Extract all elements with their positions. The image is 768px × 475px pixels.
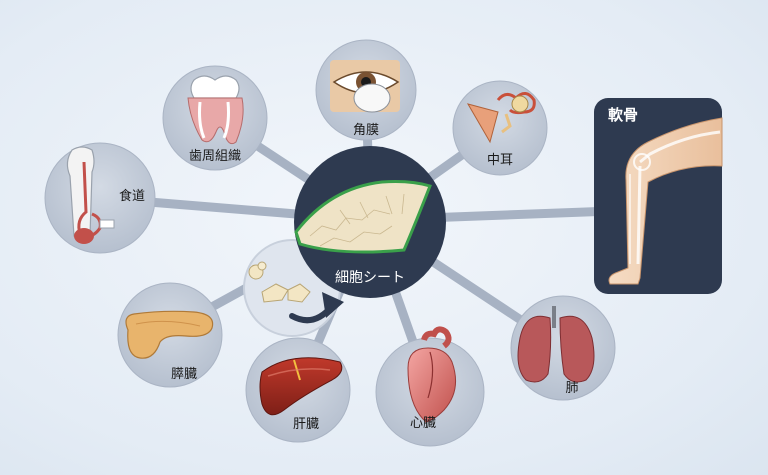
node-cartilage: 軟骨 <box>594 98 723 294</box>
heart-icon <box>407 326 457 423</box>
eye-icon <box>330 60 400 113</box>
label-pancreas: 膵臓 <box>171 367 197 382</box>
label-esophagus: 食道 <box>119 188 145 204</box>
knee-icon <box>608 117 723 285</box>
label-lung: 肺 <box>565 381 578 396</box>
tooth-icon <box>187 75 244 145</box>
esophagus-icon <box>66 146 115 244</box>
liver-icon <box>259 357 343 416</box>
node-middle-ear: 中耳 <box>452 80 548 176</box>
node-esophagus: 食道 <box>44 142 156 254</box>
arrow-icon <box>322 292 344 318</box>
label-liver: 肝臓 <box>293 417 319 432</box>
node-pancreas: 膵臓 <box>117 282 223 388</box>
lung-icon <box>517 306 595 383</box>
label-heart: 心臓 <box>410 416 436 431</box>
node-heart: 心臓 <box>375 326 485 447</box>
center-label: 細胞シート <box>335 270 405 286</box>
pancreas-icon <box>125 310 214 359</box>
center-node: 細胞シート <box>294 146 446 298</box>
label-cornea: 角膜 <box>353 123 379 138</box>
label-middle-ear: 中耳 <box>487 153 513 168</box>
node-lung: 肺 <box>510 295 616 401</box>
node-cornea: 角膜 <box>315 39 417 141</box>
ear-icon <box>466 92 536 144</box>
cell-sheet-icon <box>294 180 432 254</box>
node-periodontal: 歯周組織 <box>162 65 268 171</box>
node-liver: 肝臓 <box>245 337 351 443</box>
label-cartilage: 軟骨 <box>608 106 638 124</box>
label-periodontal: 歯周組織 <box>189 149 241 164</box>
